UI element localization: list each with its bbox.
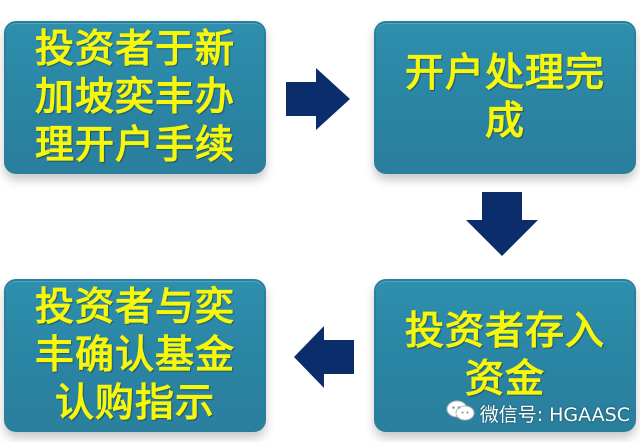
step-4-text: 投资者与奕丰确认基金认购指示 xyxy=(34,284,235,426)
arrow-down-icon xyxy=(466,192,538,256)
wechat-icon xyxy=(446,399,476,428)
step-4-box: 投资者与奕丰确认基金认购指示 xyxy=(4,279,266,432)
step-3-text: 投资者存入资金 xyxy=(404,308,605,402)
step-2-text: 开户处理完成 xyxy=(404,50,605,144)
step-3-box: 投资者存入资金 xyxy=(374,279,636,432)
watermark: 微信号: HGAASC xyxy=(446,399,630,428)
arrow-right-icon xyxy=(286,68,352,130)
step-1-box: 投资者于新加坡奕丰办理开户手续 xyxy=(4,21,266,174)
watermark-label: 微信号: HGAASC xyxy=(479,404,630,426)
step-2-box: 开户处理完成 xyxy=(374,21,636,174)
arrow-left-icon xyxy=(294,326,354,388)
step-1-text: 投资者于新加坡奕丰办理开户手续 xyxy=(34,26,235,168)
